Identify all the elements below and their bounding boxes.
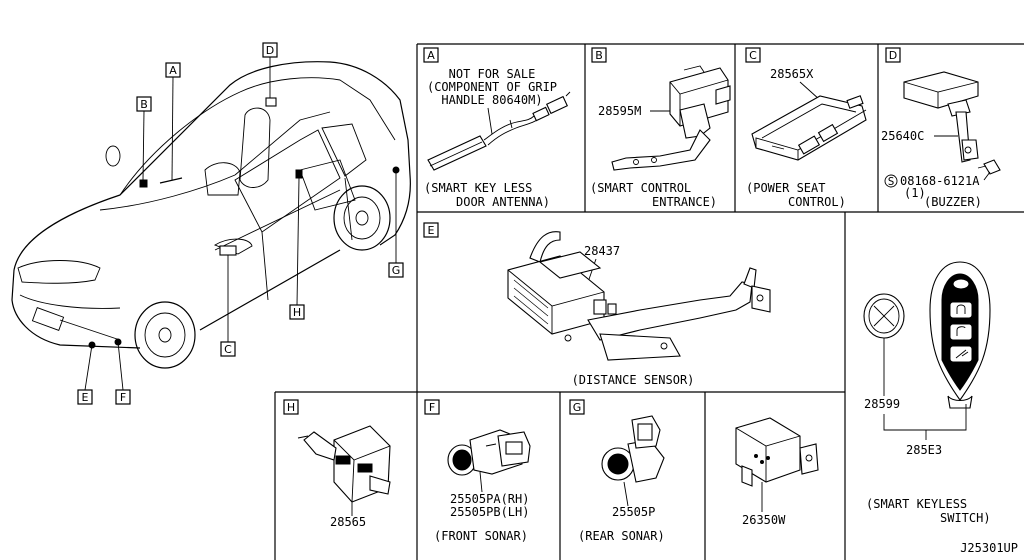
- svg-text:A: A: [427, 49, 435, 62]
- svg-text:S: S: [888, 175, 895, 188]
- svg-text:28565: 28565: [330, 515, 366, 529]
- door-antenna-part: [427, 91, 571, 171]
- panel-c-power-seat-control: C 28565X (POWER SEAT CONTROL): [745, 47, 867, 209]
- panel-h-control-unit: H 28565: [283, 399, 391, 529]
- svg-text:(SMART CONTROL: (SMART CONTROL: [590, 181, 691, 195]
- svg-text:G: G: [573, 401, 582, 414]
- svg-text:08168-6121A: 08168-6121A: [900, 174, 980, 188]
- svg-text:(POWER SEAT: (POWER SEAT: [746, 181, 825, 195]
- panel-d-buzzer: D 25640C S 08168-6121A (1) (BUZZER): [881, 47, 1001, 209]
- panel-smart-keyless-switch: 28599 285E3 (SMART KEYLESS SWITCH): [863, 261, 991, 525]
- callout-g: G: [388, 173, 404, 278]
- svg-text:HANDLE 80640M): HANDLE 80640M): [441, 93, 542, 107]
- svg-text:285E3: 285E3: [906, 443, 942, 457]
- distance-sensor-part: [507, 231, 771, 361]
- svg-text:28437: 28437: [584, 244, 620, 258]
- smart-control-unit-part: [611, 65, 731, 171]
- callout-c: C: [220, 255, 236, 357]
- svg-text:D: D: [266, 44, 274, 57]
- svg-text:C: C: [224, 343, 232, 356]
- callout-f: F: [115, 341, 131, 405]
- svg-text:(FRONT SONAR): (FRONT SONAR): [434, 529, 528, 543]
- car-callouts: A B C D E F G: [77, 42, 404, 405]
- svg-text:D: D: [889, 49, 897, 62]
- svg-text:E: E: [82, 391, 89, 404]
- svg-text:DOOR ANTENNA): DOOR ANTENNA): [456, 195, 550, 209]
- svg-text:H: H: [287, 401, 295, 414]
- diagram-code: J25301UP: [960, 541, 1018, 555]
- svg-text:(DISTANCE SENSOR): (DISTANCE SENSOR): [572, 373, 695, 387]
- panel-a-smart-key-less-door-antenna: A NOT FOR SALE (COMPONENT OF GRIP HANDLE…: [423, 47, 571, 209]
- panel-f-front-sonar: F 25505PA(RH) 25505PB(LH) (FRONT SONAR): [424, 399, 531, 543]
- svg-text:28599: 28599: [864, 397, 900, 411]
- svg-text:25505PB(LH): 25505PB(LH): [450, 505, 529, 519]
- front-wheel: [134, 301, 196, 369]
- bolt-part: [977, 159, 1001, 175]
- svg-text:B: B: [140, 98, 148, 111]
- svg-text:(REAR SONAR): (REAR SONAR): [578, 529, 665, 543]
- svg-text:28595M: 28595M: [598, 104, 641, 118]
- svg-text:25640C: 25640C: [881, 129, 924, 143]
- svg-text:F: F: [120, 391, 126, 404]
- svg-text:SWITCH): SWITCH): [940, 511, 991, 525]
- front-sonar-part: [447, 429, 531, 476]
- svg-text:25505PA(RH): 25505PA(RH): [450, 492, 529, 506]
- svg-text:G: G: [392, 264, 401, 277]
- control-unit-part: [297, 425, 391, 503]
- panel-b-smart-control-entrance: B 28595M (SMART CONTROL ENTRANCE): [590, 47, 731, 209]
- coin-battery-part: [863, 293, 905, 339]
- svg-text:28565X: 28565X: [770, 67, 814, 81]
- svg-text:C: C: [749, 49, 757, 62]
- panel-g-rear-sonar: G 25505P (REAR SONAR): [569, 399, 665, 543]
- svg-text:(BUZZER): (BUZZER): [924, 195, 982, 209]
- sensor-26350w-part: [735, 417, 819, 487]
- svg-text:(1): (1): [904, 186, 926, 200]
- callout-b: B: [136, 96, 152, 181]
- svg-text:F: F: [429, 401, 435, 414]
- svg-text:H: H: [293, 306, 301, 319]
- svg-text:25505P: 25505P: [612, 505, 655, 519]
- panel-sensor-26350w: 26350W: [735, 417, 819, 527]
- smart-key-fob-part: [929, 261, 991, 409]
- svg-text:NOT FOR SALE: NOT FOR SALE: [449, 67, 536, 81]
- buzzer-part: [903, 71, 1001, 175]
- callout-e: E: [77, 344, 93, 405]
- svg-text:E: E: [428, 224, 435, 237]
- svg-text:B: B: [595, 49, 603, 62]
- svg-text:(SMART KEY LESS: (SMART KEY LESS: [424, 181, 532, 195]
- svg-text:26350W: 26350W: [742, 513, 786, 527]
- svg-text:A: A: [169, 64, 177, 77]
- callout-a: A: [165, 62, 181, 181]
- rear-sonar-part: [601, 415, 665, 483]
- callout-h: H: [289, 177, 305, 320]
- vehicle-illustration: [11, 61, 411, 369]
- svg-text:CONTROL): CONTROL): [788, 195, 846, 209]
- svg-text:ENTRANCE): ENTRANCE): [652, 195, 717, 209]
- svg-text:(SMART KEYLESS: (SMART KEYLESS: [866, 497, 967, 511]
- callout-d: D: [262, 42, 278, 98]
- panel-e-distance-sensor: E 28437 (DISTANCE SENSOR): [423, 222, 771, 387]
- rear-wheel: [333, 185, 391, 251]
- panel-grid: [274, 43, 1024, 560]
- power-seat-control-unit-part: [751, 95, 867, 161]
- svg-text:(COMPONENT OF GRIP: (COMPONENT OF GRIP: [427, 80, 557, 94]
